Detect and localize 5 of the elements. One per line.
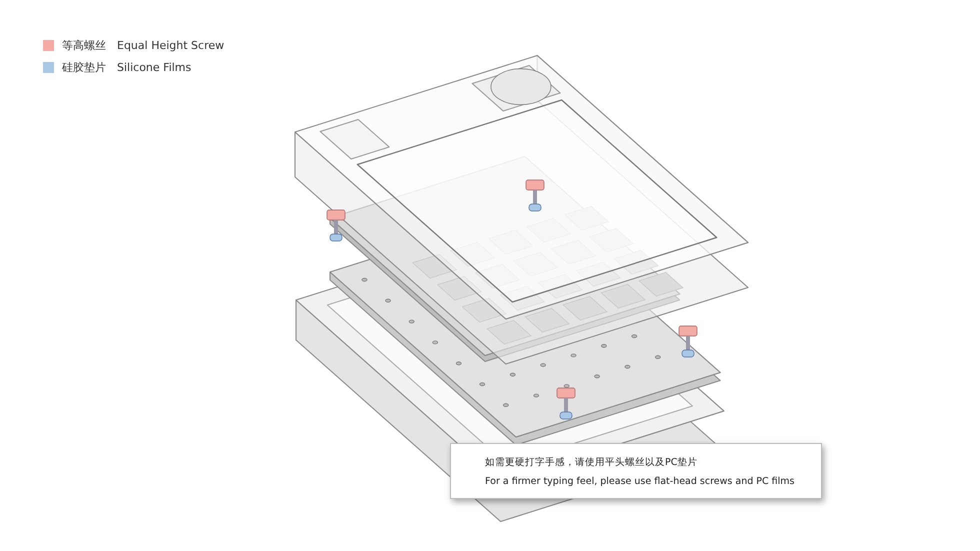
note-text: For a firmer typing feel, please use flat-head screws and PC films [485, 476, 794, 487]
legend-label: 等高螺丝 Equal Height Screw [62, 38, 224, 52]
note-text: 如需更硬打字手感，请使用平头螺丝以及PC垫片 [485, 456, 698, 469]
legend-label: 硅胶垫片 Silicone Films [62, 60, 192, 74]
note-box [450, 443, 822, 499]
